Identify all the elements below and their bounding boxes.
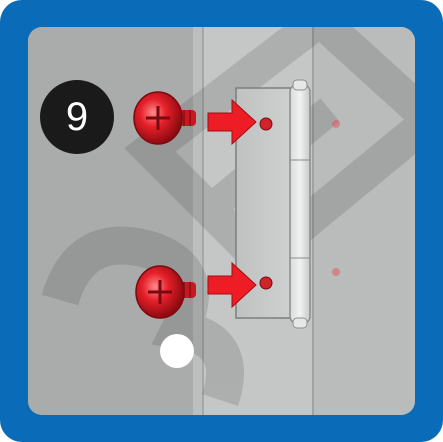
screw-hole — [260, 277, 272, 289]
step-number-badge: 9 — [40, 80, 114, 154]
screw-hole — [260, 118, 272, 130]
white-dot — [160, 334, 194, 368]
hinge-barrel — [290, 84, 310, 324]
